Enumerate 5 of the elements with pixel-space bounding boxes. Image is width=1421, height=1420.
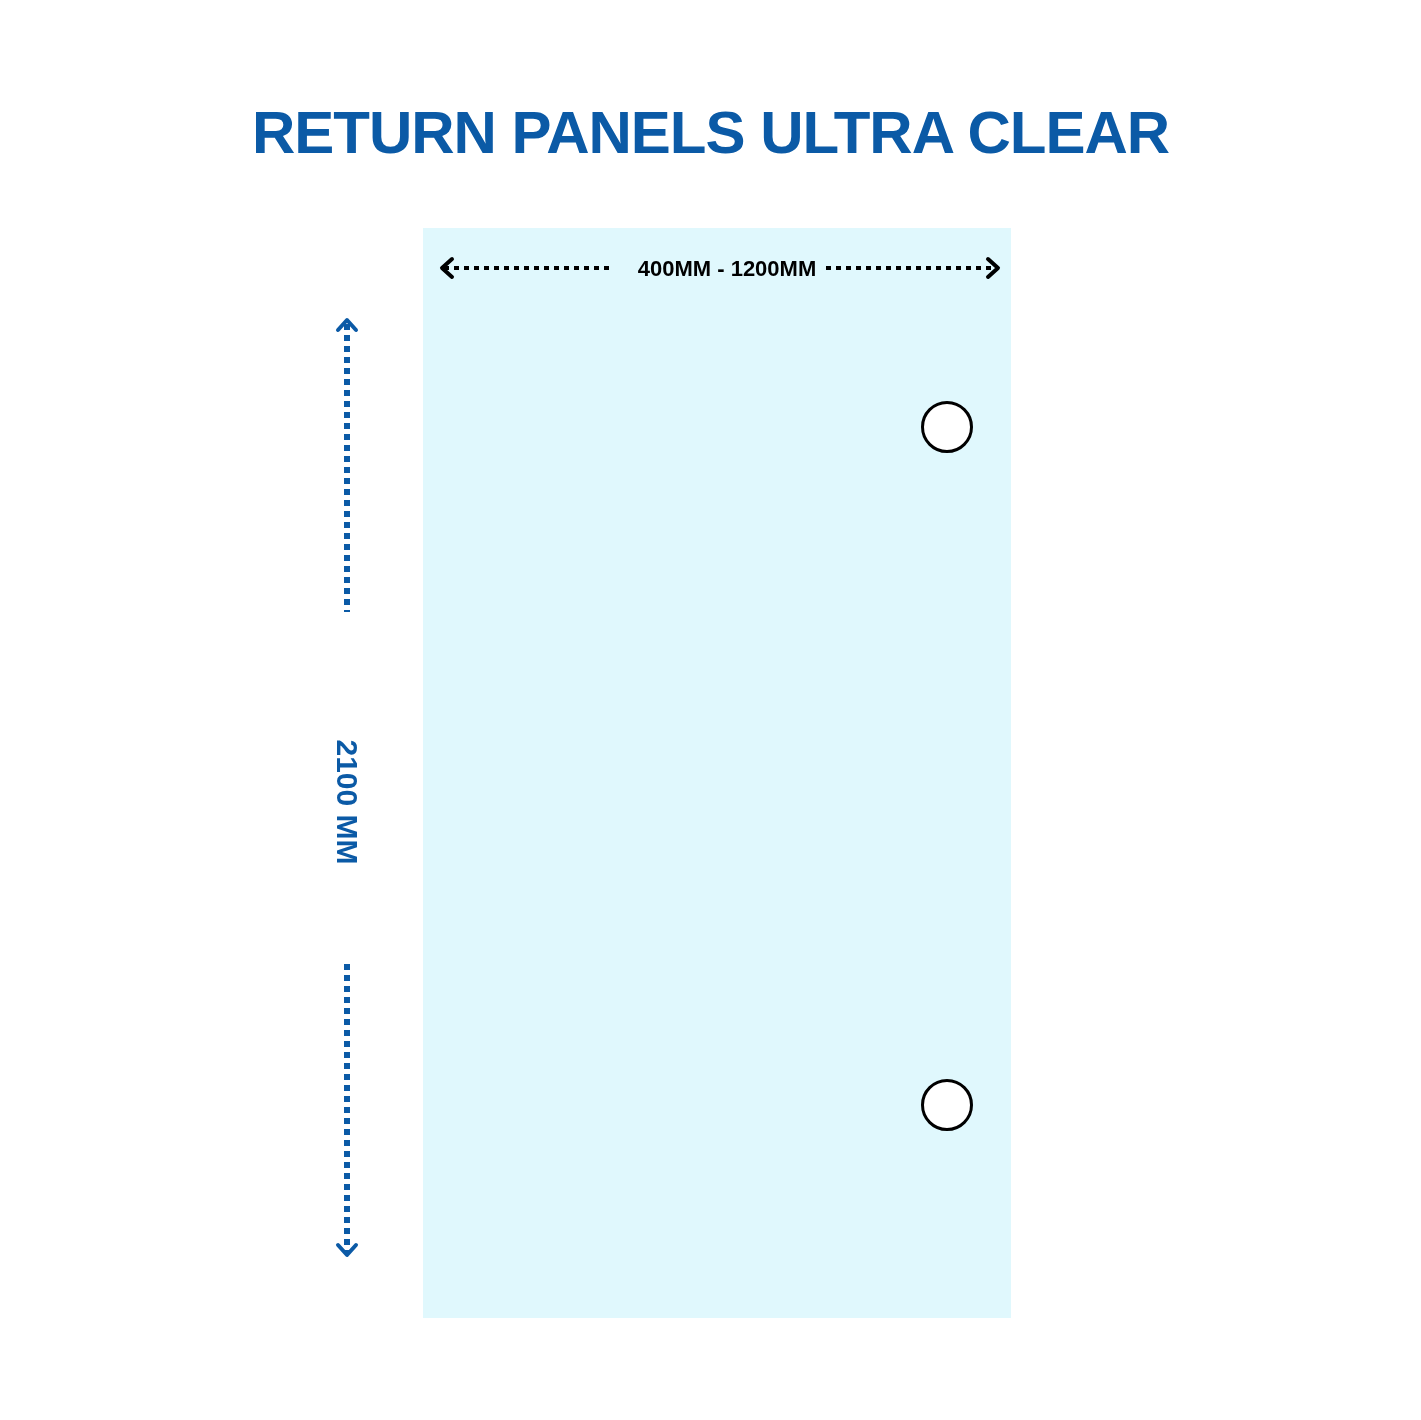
hole-circle	[921, 401, 973, 453]
hole-circle	[921, 1079, 973, 1131]
title: RETURN PANELS ULTRA CLEAR	[250, 100, 1171, 166]
glass-panel	[423, 228, 1011, 1318]
height-dimension: 2100 MM	[332, 738, 362, 867]
